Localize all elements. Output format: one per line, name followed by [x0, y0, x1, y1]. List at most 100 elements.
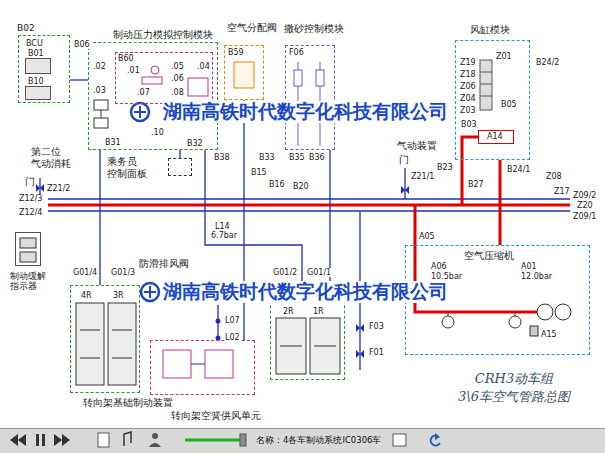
valve-symbol — [36, 184, 44, 192]
part-label: G01/2 — [272, 268, 298, 277]
brake-cylinder — [108, 303, 136, 385]
indicator-box: 制动缓解 指示器 — [15, 232, 41, 266]
part-label: 防滑排风阀 — [138, 258, 190, 270]
valve-symbol — [94, 118, 108, 128]
slider-knob — [240, 434, 246, 446]
valve-symbol — [316, 70, 324, 86]
part-label: B31 — [104, 138, 122, 147]
part-label: .10 — [150, 128, 165, 137]
air-spring-unit: 转向架空簧供风单元 — [150, 340, 255, 395]
part-label: .08 — [170, 88, 185, 97]
part-label: B16 — [268, 180, 286, 189]
part-label: A06 — [430, 262, 448, 271]
pause-icon — [36, 434, 39, 446]
node-heading: 空气压缩机 — [464, 250, 514, 262]
air-spring-valve — [205, 350, 233, 378]
part-label: L02 — [224, 333, 241, 342]
detail-line — [112, 330, 132, 331]
part-label: Z21/2 — [46, 184, 71, 193]
part-label: B06 — [73, 40, 91, 49]
bogie-brake: 转向架基础制动装置4R3R — [70, 285, 140, 393]
window-icon — [393, 434, 406, 446]
part-label: 门 — [398, 154, 410, 166]
part-label: B32 — [186, 139, 204, 148]
volume-slider — [185, 439, 245, 442]
part-label: B24/2 — [535, 58, 560, 67]
gauge-line — [515, 312, 516, 316]
part-label: B03 — [460, 120, 478, 129]
part-label: F03 — [368, 322, 385, 331]
pipe — [48, 198, 570, 199]
pipe-connector — [205, 150, 302, 285]
pipe-connector — [179, 150, 180, 158]
valve-symbol — [294, 70, 302, 86]
forward-icon — [62, 434, 70, 446]
music-icon — [124, 432, 131, 446]
part-label: .03 — [92, 86, 107, 95]
brake-cylinder — [276, 318, 306, 374]
node-heading: 空气分配阀 — [227, 22, 277, 34]
rewind-icon — [10, 434, 18, 446]
valve-symbol — [356, 350, 364, 358]
valve-symbol — [401, 186, 409, 194]
valve-box: 空气分配阀B59 — [224, 45, 264, 100]
part-label: A05 — [418, 232, 436, 241]
diagram-title: CRH3动车组 3\6车空气管路总图 — [438, 370, 590, 405]
node-heading: 制动缓解 指示器 — [10, 271, 58, 292]
motor-symbol — [555, 304, 571, 320]
node-heading: 转向架基础制动装置 — [83, 398, 173, 409]
user-icon — [149, 443, 161, 447]
part-label: A15 — [540, 330, 558, 339]
part-label: B38 — [213, 153, 231, 162]
part-label: B36 — [308, 153, 326, 162]
valve-line — [480, 96, 492, 97]
gauge-symbol — [442, 316, 454, 328]
valve-symbol — [356, 324, 364, 332]
pipe — [48, 210, 570, 211]
document-icon — [98, 433, 109, 447]
part-label: B20 — [292, 182, 310, 191]
part-label: 气动装置 — [396, 140, 438, 152]
node-text: 1R — [313, 307, 324, 316]
part-label: A01 — [520, 262, 538, 271]
main-pipe — [48, 204, 570, 207]
detail-line — [80, 358, 100, 359]
back-icon — [435, 433, 440, 440]
node-heading: 撒砂控制模块 — [284, 23, 344, 35]
part-label: F01 — [368, 348, 385, 357]
pipe — [101, 110, 102, 118]
forward-icon — [54, 434, 62, 446]
air-spring-valve — [163, 350, 191, 378]
node-heading: BCU — [26, 39, 43, 48]
part-label: B15 — [250, 168, 268, 177]
bcu-unit: BCUB01 — [25, 58, 51, 74]
logo-symbol — [134, 106, 146, 118]
logo-symbol — [141, 283, 159, 301]
pause-icon — [42, 434, 45, 446]
part-label: 10.5bar — [430, 272, 463, 281]
part-label: L14 — [214, 222, 231, 231]
valve-stack — [480, 60, 492, 110]
reservoir-box: A14 — [478, 130, 514, 144]
part-label: Z01 — [495, 52, 513, 61]
indicator-symbol — [20, 252, 36, 262]
part-label: 第二位 气动消耗 — [30, 146, 77, 169]
pipe-connector — [329, 150, 330, 285]
pipe-connector — [243, 100, 244, 340]
part-label: 门 — [24, 176, 36, 188]
logo-symbol — [144, 286, 156, 298]
node-heading: A14 — [487, 132, 503, 141]
part-label: G01/3 — [110, 268, 136, 277]
valve-dot — [216, 319, 221, 324]
part-label: B33 — [258, 153, 276, 162]
part-label: .06 — [170, 74, 185, 83]
indicator-symbol — [20, 238, 36, 248]
part-label: .01 — [126, 66, 141, 75]
node-heading: 转向架空簧供风单元 — [171, 411, 261, 422]
player-bar — [0, 428, 605, 453]
part-label: L07 — [224, 316, 241, 325]
part-label: B27 — [467, 180, 485, 189]
rewind-icon — [18, 434, 26, 446]
gauge-symbol — [509, 316, 521, 328]
node-heading: 风缸模块 — [470, 24, 510, 36]
